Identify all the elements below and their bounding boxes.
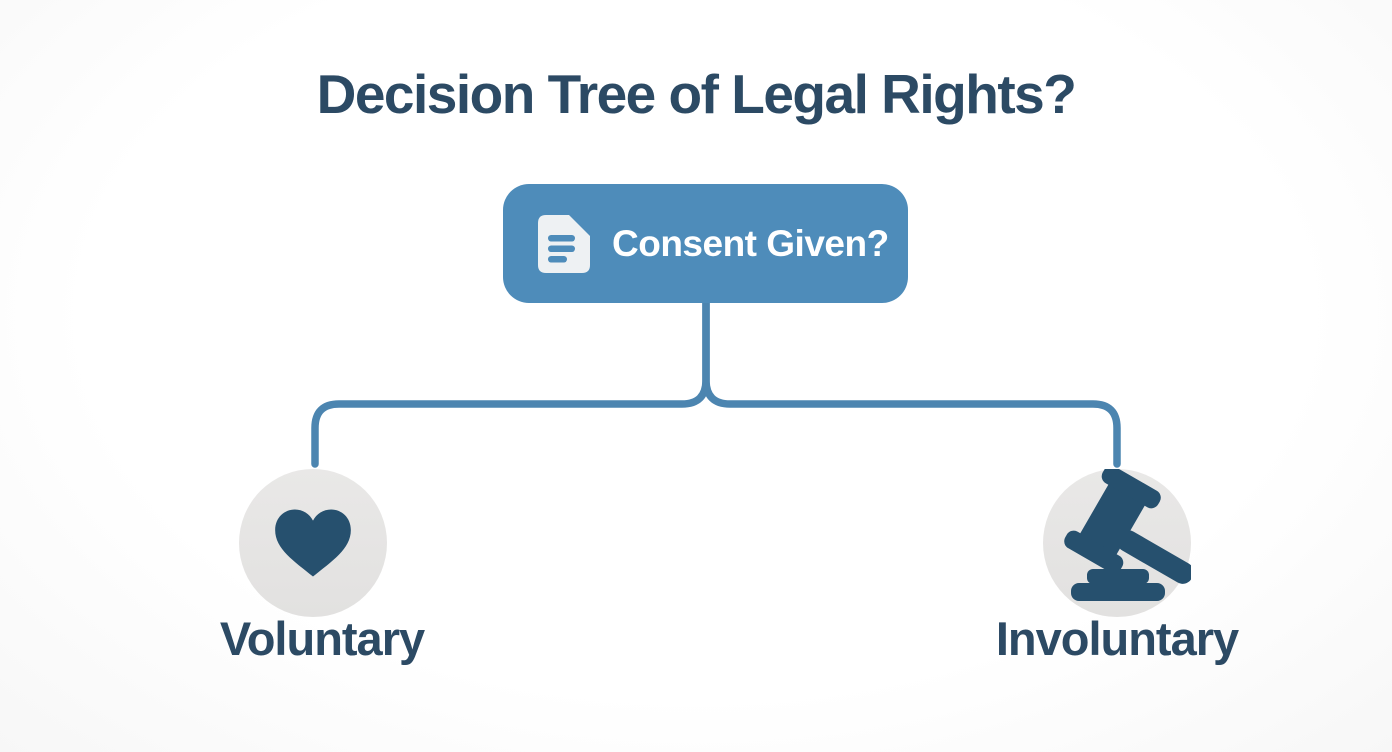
gavel-icon [1043,469,1191,617]
node-consent-given: Consent Given? [503,184,908,303]
branch-circle-involuntary [1043,469,1191,617]
heart-icon [270,504,356,582]
branch-label-voluntary: Voluntary [219,612,425,665]
page-title: Decision Tree of Legal Rights? [316,63,1077,125]
branch-circle-voluntary [239,469,387,617]
document-icon [537,214,591,274]
node-consent-given-label: Consent Given? [612,222,889,264]
branch-label-involuntary: Involuntary [995,612,1239,665]
